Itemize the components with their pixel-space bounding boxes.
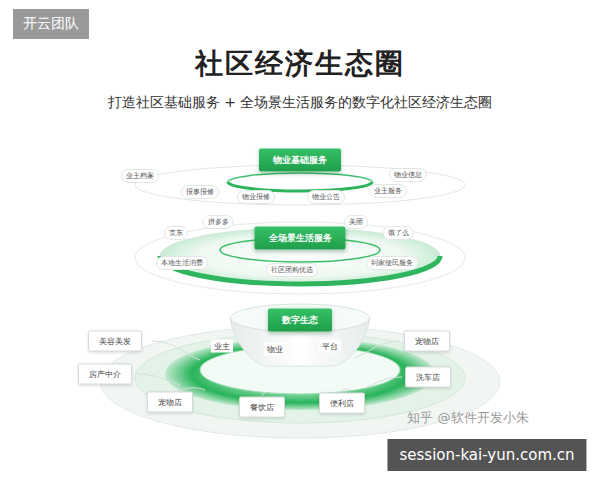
- node-text: 宠物店: [158, 397, 182, 408]
- ecosystem-role: 平台: [319, 340, 341, 353]
- merchant-box: 宠物店: [147, 392, 193, 413]
- node-text: 房产中介: [89, 369, 121, 380]
- node-text: 数字生态: [282, 314, 318, 327]
- ecosystem-role: 业主: [211, 340, 233, 353]
- merchant-box: 宠物店: [404, 331, 450, 352]
- ecosystem-role: 物业: [264, 343, 286, 356]
- ring-tag: 业主服务: [369, 184, 407, 198]
- watermark-url: session-kai-yun.com.cn: [387, 439, 586, 471]
- ring-tag: 美团: [344, 215, 368, 229]
- leader-lines: [138, 341, 402, 396]
- ring-tag: 拼多多: [203, 215, 234, 229]
- tier-box: 数字生态: [268, 309, 332, 332]
- node-text: 便利店: [330, 398, 354, 409]
- tier-box: 全场景生活服务: [255, 227, 346, 250]
- diagram-title: 社区经济生态圈: [195, 45, 405, 83]
- merchant-box: 便利店: [319, 393, 365, 414]
- merchant-box: 房产中介: [78, 364, 132, 385]
- merchant-box: 餐饮店: [239, 397, 285, 418]
- tier-box: 物业基础服务: [259, 149, 341, 172]
- watermark-badge: 开云团队: [13, 9, 89, 39]
- ring-tag: 物业公告: [307, 190, 345, 204]
- ring-tag: 业主档案: [121, 169, 159, 183]
- ring-tag: 物业报修: [237, 190, 275, 204]
- ring-tag: 物业信息: [389, 168, 427, 182]
- service-ring: [135, 222, 465, 294]
- node-text: 美容美发: [99, 336, 131, 347]
- ring-tag: 报事报修: [181, 185, 219, 199]
- node-text: 全场景生活服务: [269, 232, 332, 245]
- subtitle: 打造社区基础服务 + 全场景生活服务的数字化社区经济生态圈: [108, 94, 493, 112]
- ring-tag: 饿了么: [383, 226, 414, 240]
- node-text: 洗车店: [416, 372, 440, 383]
- ring-tag: 到家便民服务: [366, 256, 418, 270]
- watermark: 知乎 @软件开发小朱: [407, 409, 528, 427]
- ring-tag: 社区团购优选: [266, 263, 318, 277]
- merchant-box: 美容美发: [88, 331, 142, 352]
- merchant-box: 洗车店: [405, 367, 451, 388]
- ring-tag: 本地生活消费: [156, 256, 208, 270]
- node-text: 宠物店: [415, 336, 439, 347]
- node-text: 餐饮店: [250, 402, 274, 413]
- ring-tag: 京东: [164, 226, 188, 240]
- node-text: 物业基础服务: [273, 154, 327, 167]
